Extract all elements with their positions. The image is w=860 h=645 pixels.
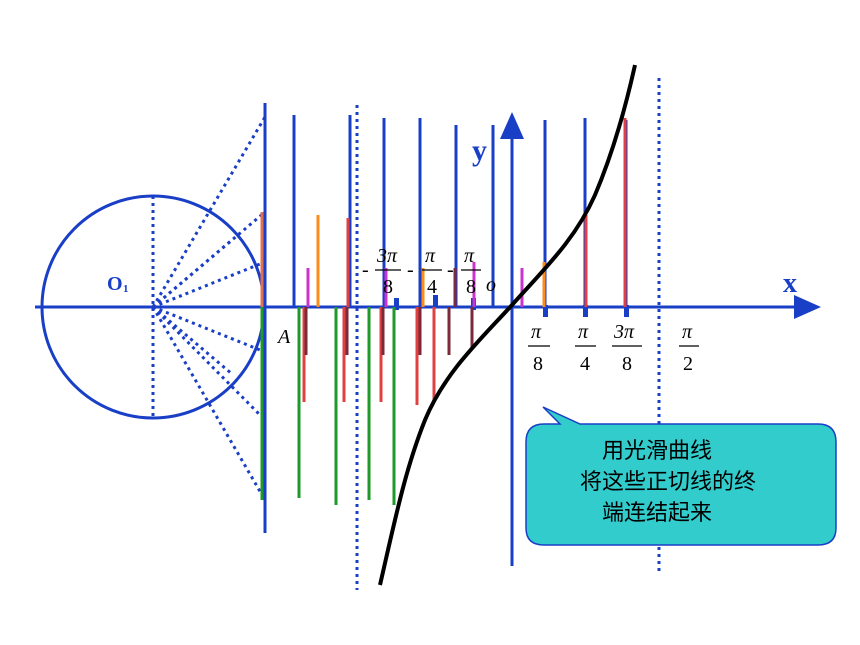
ray-7: [152, 238, 233, 309]
tick-label-neg-pi-4: - π 4: [407, 245, 442, 298]
svg-text:-: -: [447, 259, 454, 281]
x-axis-label: x: [783, 268, 797, 299]
callout-line-2: 将这些正切线的终: [580, 470, 757, 495]
tick-label-pi-8: π 8: [528, 321, 550, 375]
svg-text:4: 4: [580, 353, 590, 375]
ray-1: [151, 116, 267, 308]
callout-line-1: 用光滑曲线: [602, 439, 713, 464]
svg-text:-: -: [407, 259, 414, 281]
svg-text:8: 8: [383, 276, 393, 298]
tick-1: [394, 298, 399, 310]
tick-5: [583, 305, 588, 317]
svg-text:π: π: [531, 321, 542, 343]
tick-6: [624, 305, 629, 317]
svg-text:3π: 3π: [613, 321, 635, 343]
ray-8: [152, 305, 233, 376]
svg-text:8: 8: [466, 276, 476, 298]
ray-5: [151, 305, 267, 422]
tick-label-pi-4: π 4: [575, 321, 596, 375]
tick-label-pi-2: π 2: [679, 321, 699, 375]
callout-line-3: 端连结起来: [602, 501, 713, 526]
svg-text:4: 4: [427, 276, 437, 298]
tick-2: [433, 295, 438, 307]
ray-6: [151, 306, 267, 501]
callout-bubble: [525, 406, 837, 546]
tick-label-neg-pi-8: - π 8: [447, 245, 481, 298]
tangent-curve: [378, 64, 637, 586]
svg-text:π: π: [425, 245, 436, 267]
tick-label-3pi-8: 3π 8: [612, 321, 642, 375]
blue-verticals: [292, 115, 628, 307]
svg-text:π: π: [578, 321, 589, 343]
dotted-rays: [151, 116, 267, 501]
svg-text:π: π: [464, 245, 475, 267]
svg-text:8: 8: [533, 353, 543, 375]
svg-text:-: -: [362, 259, 369, 281]
o1-label: O: [107, 273, 123, 295]
svg-text:8: 8: [622, 353, 632, 375]
o1-subscript: 1: [123, 283, 129, 295]
lower-segments: [297, 307, 474, 505]
callout-text: 用光滑曲线 将这些正切线的终 端连结起来: [540, 436, 825, 529]
tick-4: [543, 305, 548, 317]
svg-text:3π: 3π: [376, 245, 398, 267]
origin-label: o: [486, 274, 496, 296]
tangent-segments-translated: [306, 118, 627, 307]
ray-4: [152, 305, 266, 354]
point-a-label: A: [276, 326, 291, 348]
y-axis-label: y: [472, 134, 487, 167]
svg-text:π: π: [682, 321, 693, 343]
ray-3: [152, 260, 266, 309]
tick-label-neg-3pi-8: - 3π 8: [362, 245, 401, 298]
svg-text:2: 2: [683, 353, 693, 375]
